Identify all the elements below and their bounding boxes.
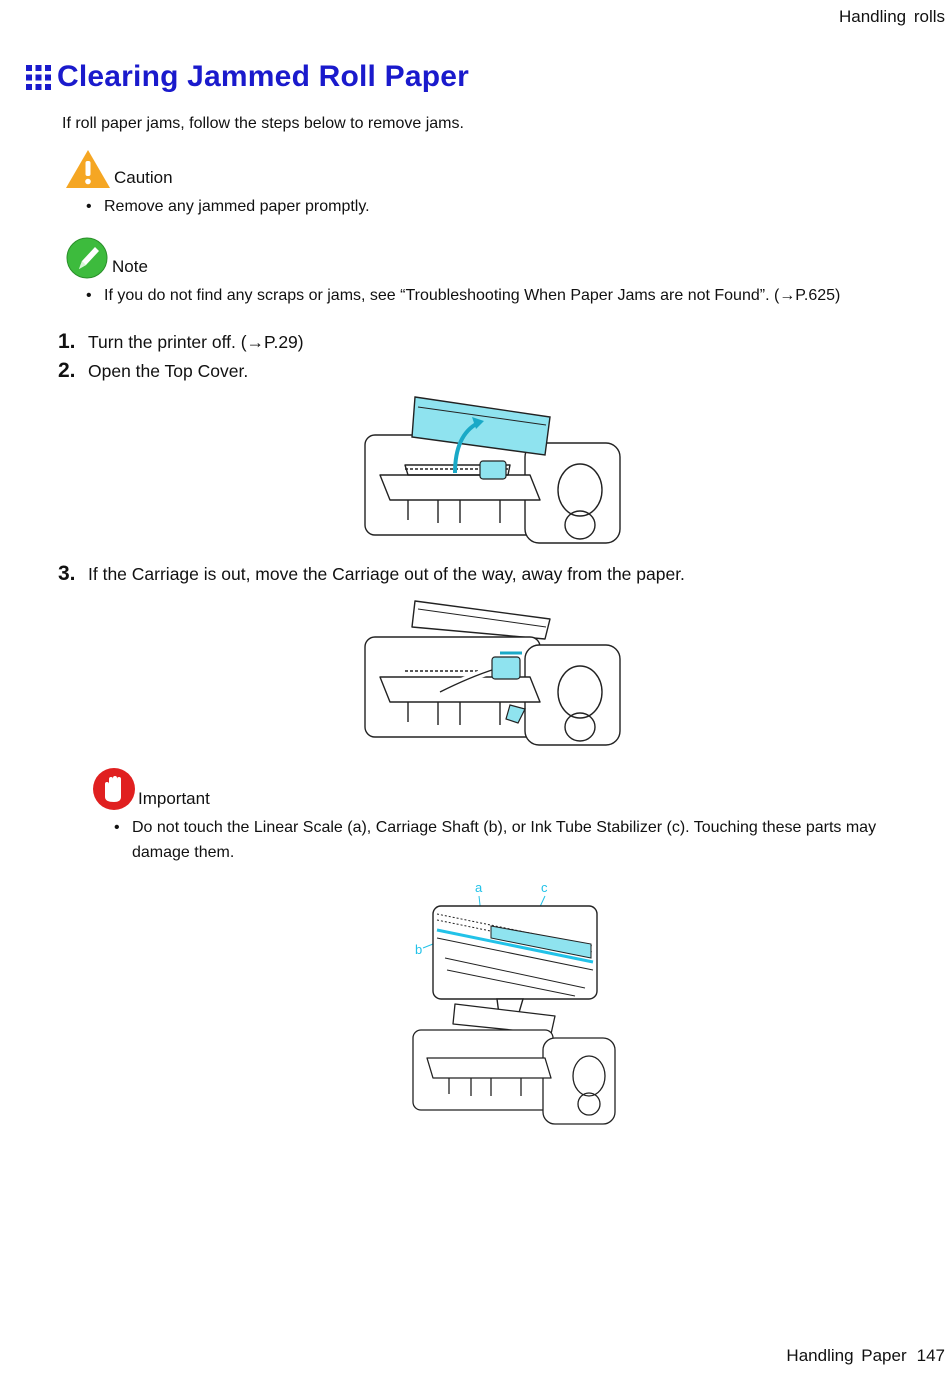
- note-bullet: • If you do not find any scraps or jams,…: [86, 283, 924, 308]
- step-2: 2. Open the Top Cover.: [58, 359, 248, 383]
- step-number: 3.: [58, 562, 76, 585]
- printer-top-cover-open-illustration: [364, 396, 621, 544]
- step-3: 3. If the Carriage is out, move the Carr…: [58, 562, 685, 586]
- page-number: 147: [916, 1346, 945, 1365]
- callout-a: a: [475, 880, 483, 895]
- bullet-dot: •: [86, 287, 92, 304]
- callout-c: c: [541, 880, 548, 895]
- running-header: Handling rolls: [839, 7, 945, 26]
- linear-scale-detail-illustration: a c b: [412, 880, 616, 1125]
- note-block: Note • If you do not find any scraps or …: [64, 237, 924, 308]
- pencil-note-icon: [66, 237, 108, 279]
- step-number: 2.: [58, 359, 76, 382]
- grid-icon: [26, 64, 51, 90]
- stop-hand-icon: [93, 768, 135, 810]
- important-block: Important • Do not touch the Linear Scal…: [92, 767, 892, 865]
- step-number: 1.: [58, 330, 76, 353]
- important-label: Important: [138, 789, 210, 808]
- step-1: 1. Turn the printer off. (→P.29): [58, 330, 304, 354]
- printer-move-carriage-illustration: [364, 600, 621, 746]
- callout-b: b: [415, 942, 422, 957]
- bullet-dot: •: [86, 198, 92, 215]
- step-text: Turn the printer off. (→P.29): [88, 332, 304, 352]
- note-label: Note: [112, 257, 148, 276]
- caution-label: Caution: [114, 168, 173, 187]
- caution-block: Caution • Remove any jammed paper prompt…: [64, 148, 924, 219]
- bullet-dot: •: [114, 819, 120, 836]
- warning-icon: [66, 150, 110, 188]
- title-row: Clearing Jammed Roll Paper: [25, 60, 469, 94]
- step-text: Open the Top Cover.: [88, 361, 249, 381]
- page-footer: Handling Paper 147: [786, 1346, 945, 1366]
- page-title: Clearing Jammed Roll Paper: [57, 60, 470, 93]
- footer-section: Handling Paper: [786, 1346, 907, 1365]
- intro-text: If roll paper jams, follow the steps bel…: [62, 115, 464, 132]
- step-text: If the Carriage is out, move the Carriag…: [88, 564, 685, 584]
- caution-bullet: • Remove any jammed paper promptly.: [86, 194, 924, 219]
- important-bullet: • Do not touch the Linear Scale (a), Car…: [114, 815, 892, 865]
